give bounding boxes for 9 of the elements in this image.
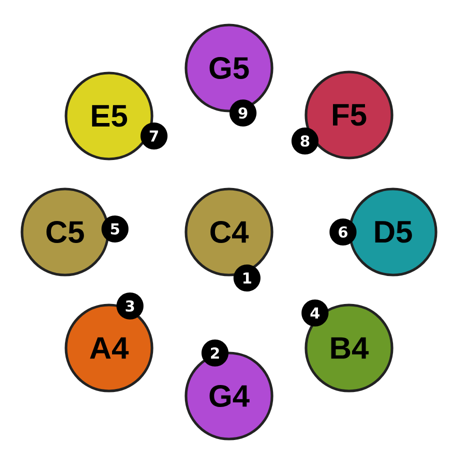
number-badge: 5 [102, 216, 128, 242]
number-badge: 1 [234, 264, 260, 292]
number-badge: 2 [202, 340, 228, 366]
number-badge: 6 [330, 218, 356, 246]
number-badge: 7 [140, 122, 168, 150]
number-badge: 4 [302, 300, 328, 326]
number-badge: 9 [230, 100, 256, 126]
number-badge: 3 [116, 292, 144, 320]
number-badge: 8 [292, 128, 318, 154]
